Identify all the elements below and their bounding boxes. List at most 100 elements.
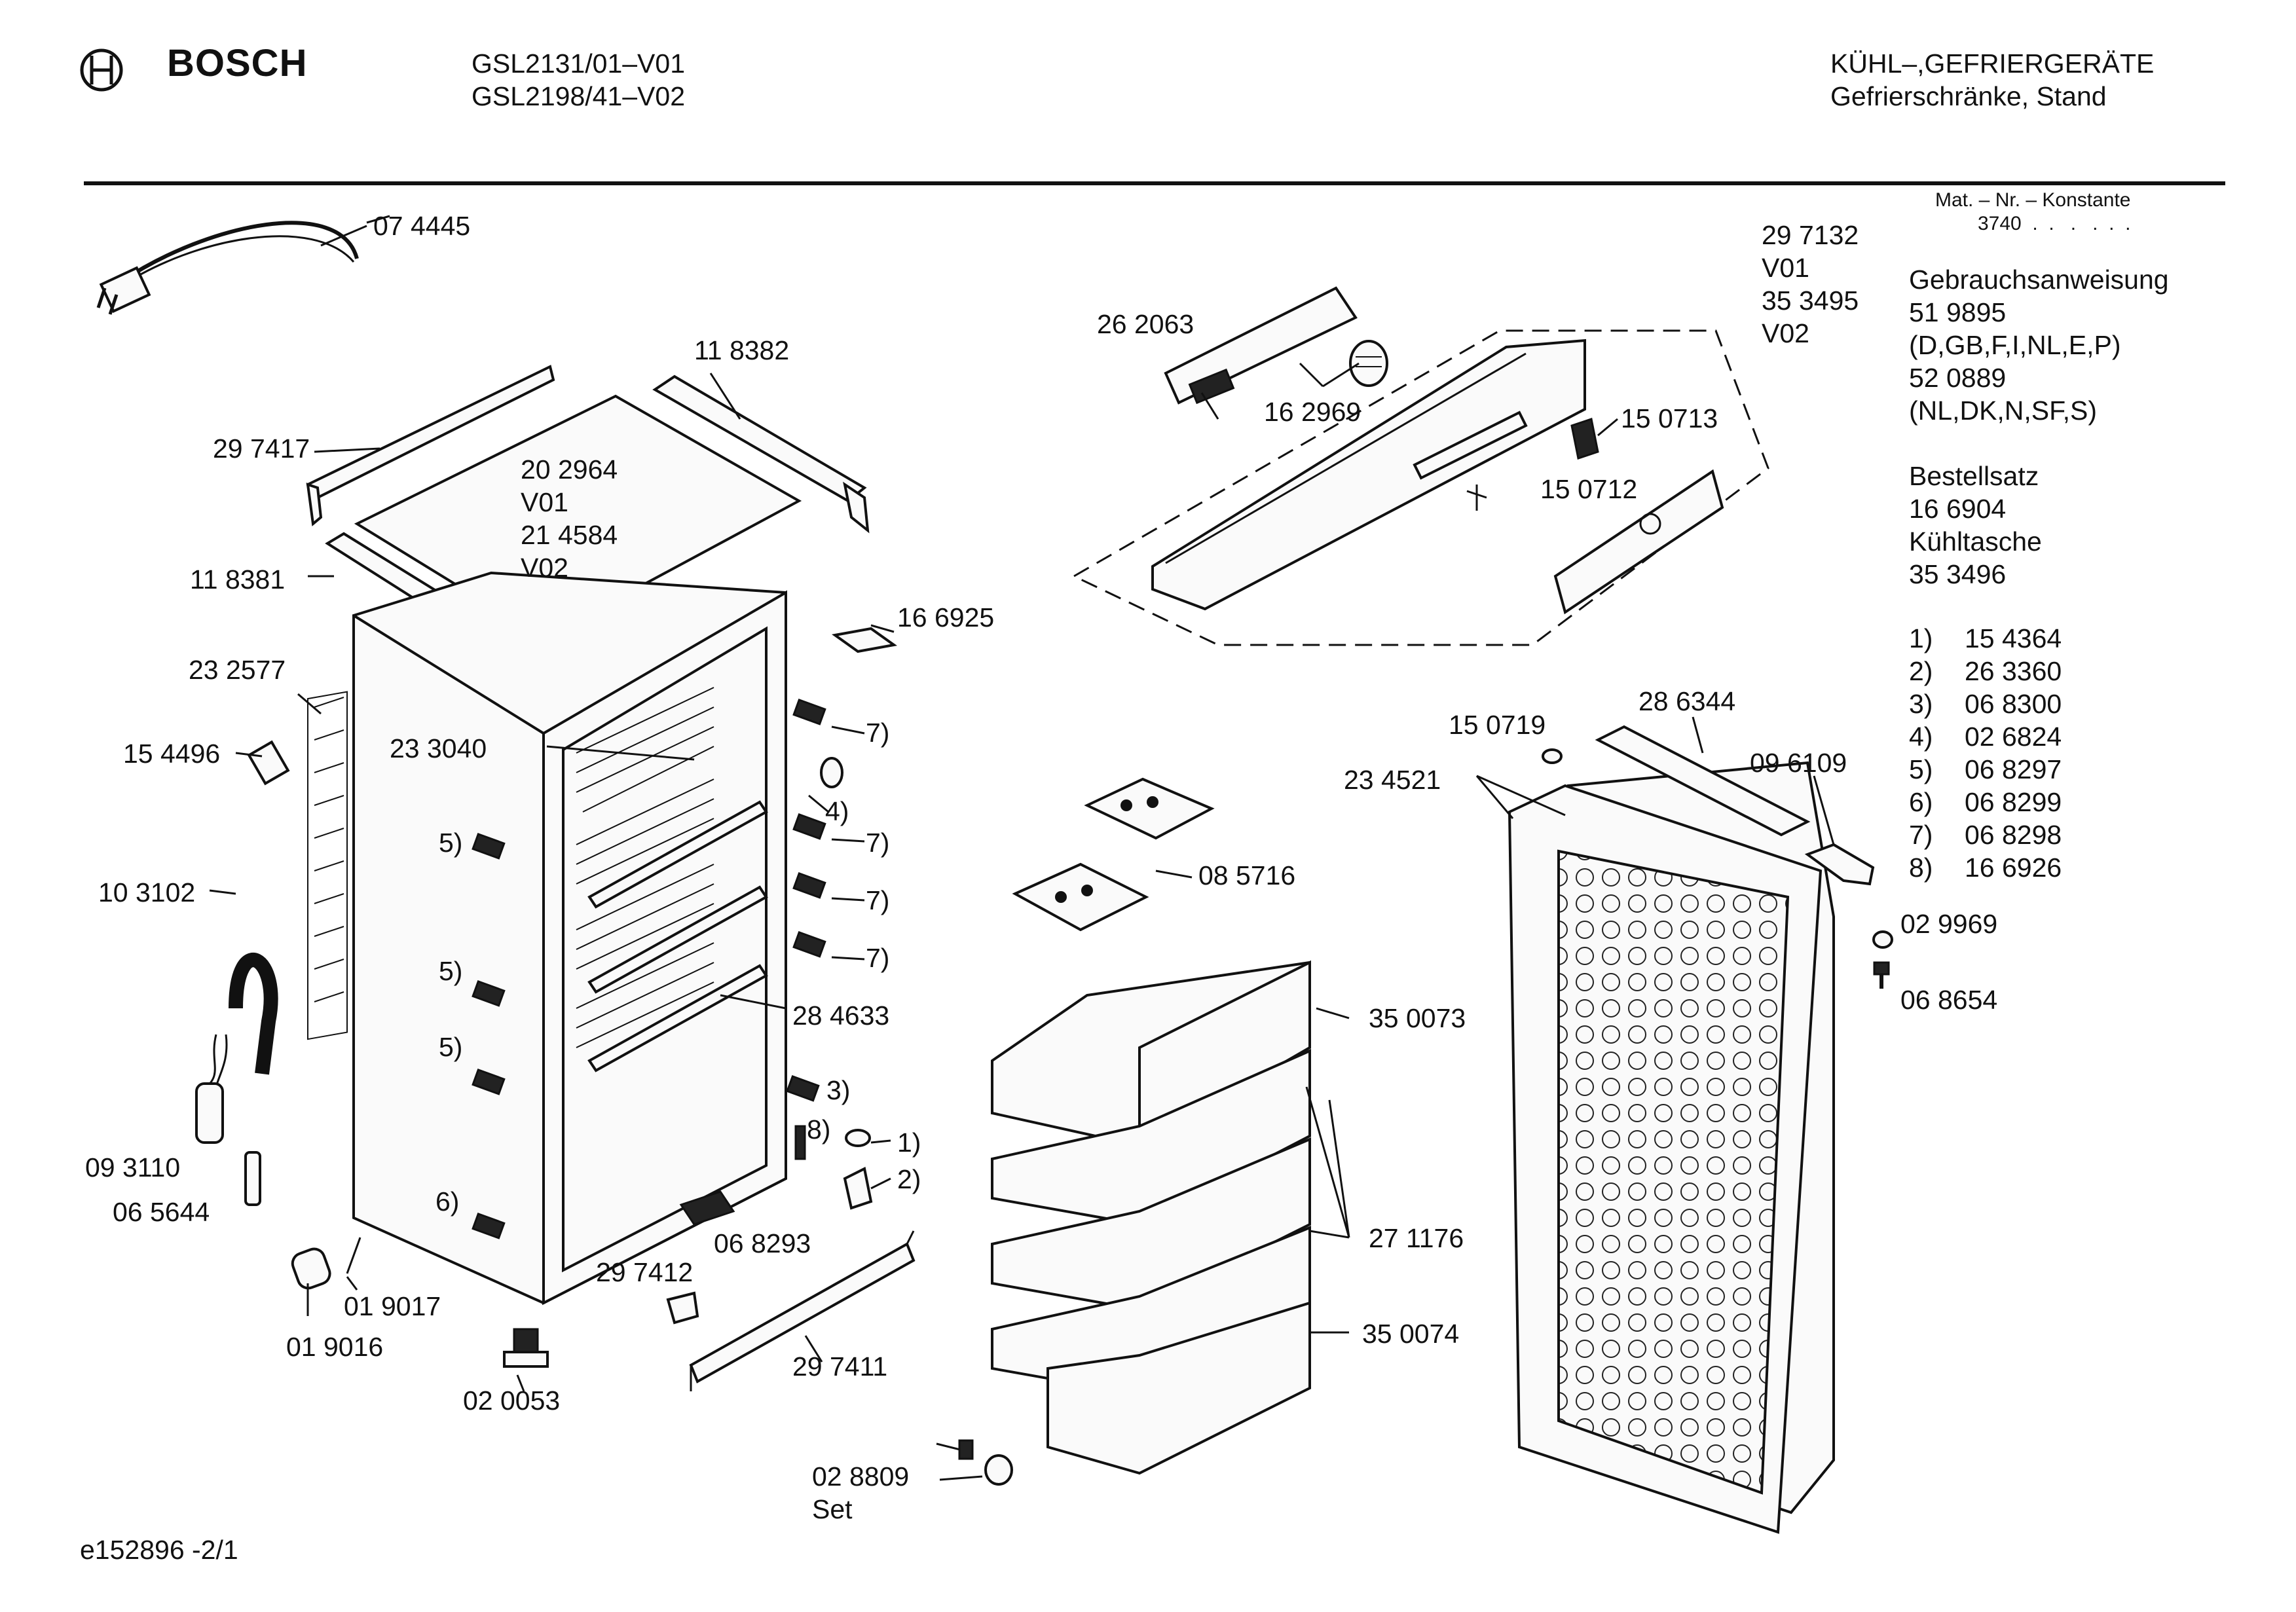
sidebar-line-1: 29 7132 xyxy=(1762,220,1859,250)
footnote-6-number: 6) xyxy=(1909,787,1933,817)
bosch-logo-icon xyxy=(80,48,123,92)
evaporator-shelves-part xyxy=(576,687,714,1048)
sidebar-line-10: (NL,DK,N,SF,S) xyxy=(1909,395,2098,426)
sidebar-line-14: Kühltasche xyxy=(1909,526,2042,557)
control-panel-outline xyxy=(1071,329,1769,646)
part-label: 23 4521 xyxy=(1344,765,1441,795)
part-label: 7) xyxy=(866,943,890,973)
part-label: 10 3102 xyxy=(98,877,196,907)
part-label: 29 7412 xyxy=(596,1257,694,1287)
part-label: 29 7411 xyxy=(792,1351,888,1382)
screw-150712-part xyxy=(1466,485,1487,511)
spring-part xyxy=(346,1237,361,1274)
footnote-4-part: 02 6824 xyxy=(1965,722,2062,752)
part-label: 11 8381 xyxy=(190,564,286,595)
footnote-8-part: 16 6926 xyxy=(1965,852,2062,883)
footnote-1-part: 15 4364 xyxy=(1965,623,2062,653)
sidebar-line-6: Gebrauchsanweisung xyxy=(1909,265,2169,295)
model-number-2: GSL2198/41–V02 xyxy=(472,81,685,111)
part-label: 16 6925 xyxy=(897,602,995,632)
leader-lines xyxy=(209,215,1835,1481)
clip-parts xyxy=(472,698,826,1239)
control-panel-part xyxy=(1151,339,1586,611)
cover-strip-part xyxy=(1553,469,1724,615)
door-plug-part xyxy=(1542,748,1563,764)
part-label: 1) xyxy=(897,1127,921,1158)
footnote-1-number: 1) xyxy=(1909,623,1933,653)
part-label: 07 4445 xyxy=(373,211,471,241)
drawer-parts xyxy=(991,960,1311,1475)
small-fittings-part xyxy=(794,757,873,1210)
part-label: 5) xyxy=(439,956,463,986)
part-label: 15 0712 xyxy=(1540,474,1638,504)
part-label: 4) xyxy=(825,796,849,826)
part-label: 15 0719 xyxy=(1449,710,1546,740)
part-label: 28 6344 xyxy=(1639,686,1736,716)
part-label: 6) xyxy=(435,1186,460,1217)
top-rail-right-part xyxy=(652,375,870,534)
part-label: 16 2969 xyxy=(1264,397,1361,427)
part-label: 7) xyxy=(866,828,890,858)
hinge-bracket-part xyxy=(831,627,898,653)
brand-wordmark: BOSCH xyxy=(167,42,308,84)
part-label: 09 3110 xyxy=(85,1152,181,1182)
sidebar-line-8: (D,GB,F,I,NL,E,P) xyxy=(1909,330,2121,360)
part-label: 2) xyxy=(897,1164,921,1194)
power-cord-part xyxy=(96,221,367,315)
footnote-5-number: 5) xyxy=(1909,754,1933,784)
part-label: 5) xyxy=(439,1032,463,1062)
product-subcategory: Gefrierschränke, Stand xyxy=(1830,81,2107,111)
part-label: 35 0073 xyxy=(1369,1003,1466,1033)
sidebar-line-7: 51 9895 xyxy=(1909,297,2007,327)
ice-pack-parts xyxy=(1012,777,1215,932)
part-label: 01 9017 xyxy=(344,1291,441,1321)
sidebar-line-12: Bestellsatz xyxy=(1909,461,2039,491)
drain-tube-part xyxy=(229,953,278,1075)
sidebar-line-15: 35 3496 xyxy=(1909,559,2007,589)
control-pcb-part xyxy=(1164,286,1358,405)
product-category: KÜHL–,GEFRIERGERÄTE xyxy=(1830,48,2155,79)
part-label: 08 5716 xyxy=(1198,860,1296,890)
footnote-2-number: 2) xyxy=(1909,656,1933,686)
part-label: 15 0713 xyxy=(1621,403,1718,433)
sidebar-line-9: 52 0889 xyxy=(1909,363,2007,393)
door-seal-strip-part xyxy=(1595,725,1811,837)
sidebar-line-13: 16 6904 xyxy=(1909,494,2007,524)
part-label: 23 3040 xyxy=(390,733,487,763)
sidebar-line-3: 35 3495 xyxy=(1762,285,1859,316)
material-number-label: Mat. – Nr. – Konstante xyxy=(1935,189,2131,211)
part-label: 28 4633 xyxy=(792,1000,890,1031)
kick-plate-part xyxy=(689,1230,916,1391)
foot-part xyxy=(291,1247,331,1290)
part-label: 3) xyxy=(826,1075,851,1105)
part-label: 29 7417 xyxy=(213,433,310,464)
freezer-door-part xyxy=(1508,761,1835,1534)
part-label: 7) xyxy=(866,718,890,748)
material-number-value: 3740 . . . . . . xyxy=(1978,213,2131,234)
footnote-6-part: 06 8299 xyxy=(1965,787,2062,817)
part-label: 5) xyxy=(439,828,463,858)
sidebar-line-2: V01 xyxy=(1762,253,1809,283)
thermostat-sensor-part xyxy=(195,1034,261,1206)
footnote-8-number: 8) xyxy=(1909,852,1933,883)
part-label: 06 5644 xyxy=(113,1197,210,1227)
part-label: 20 2964 V01 21 4584 V02 xyxy=(521,454,618,583)
part-label: 01 9016 xyxy=(286,1332,384,1362)
part-label: 02 0053 xyxy=(463,1385,561,1416)
document-id: e152896 -2/1 xyxy=(80,1535,238,1565)
leveling-screw-part xyxy=(503,1328,549,1368)
part-label: 35 0074 xyxy=(1362,1319,1460,1349)
part-label: 23 2577 xyxy=(189,655,286,685)
part-label: 7) xyxy=(866,885,890,915)
part-label: 02 8809 Set xyxy=(812,1461,910,1524)
part-label: 09 6109 xyxy=(1750,748,1847,778)
part-label: 26 2063 xyxy=(1097,309,1194,339)
part-label: 11 8382 xyxy=(694,335,790,365)
clip-150713-part xyxy=(1570,418,1599,460)
footnote-4-number: 4) xyxy=(1909,722,1933,752)
part-label: 8) xyxy=(807,1114,831,1145)
door-hinge-part xyxy=(1804,843,1875,886)
part-label: 02 9969 xyxy=(1900,909,1998,939)
model-number-1: GSL2131/01–V01 xyxy=(472,48,685,79)
